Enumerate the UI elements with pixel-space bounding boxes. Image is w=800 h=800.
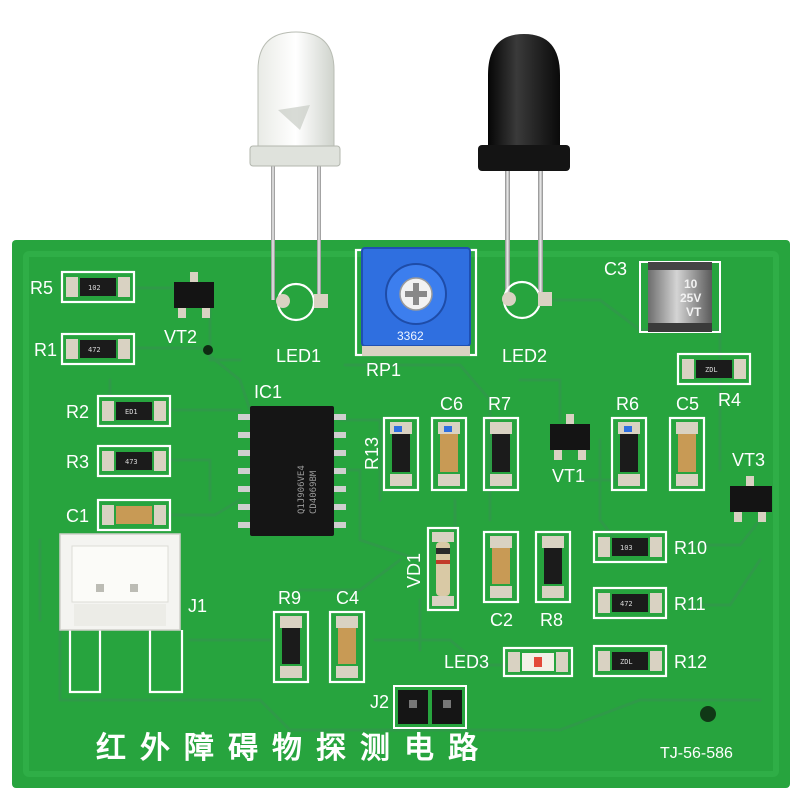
c6-capacitor (430, 416, 468, 492)
r10-resistor: 103 (592, 530, 668, 564)
ic1-label: IC1 (254, 382, 282, 402)
rp1-trimmer-pot[interactable] (354, 247, 478, 357)
c6-label: C6 (440, 394, 463, 414)
ic1-marking-2: CD4069BM (309, 470, 319, 514)
vt2-transistor (174, 272, 214, 318)
r9-resistor (272, 610, 310, 684)
j2-label: J2 (370, 692, 389, 712)
vt1-transistor (550, 414, 590, 460)
r3-resistor: 473 (96, 444, 172, 478)
c3-label: C3 (604, 259, 627, 279)
c3-electrolytic (620, 261, 721, 333)
board-part-number: TJ-56-586 (660, 745, 733, 762)
led3-label: LED3 (444, 652, 489, 672)
pcb-board (12, 240, 790, 788)
led3-smd (502, 646, 574, 678)
c2-capacitor (482, 530, 520, 604)
c3-series: VT (686, 305, 702, 319)
r12-code: ZDL (620, 658, 633, 666)
c3-voltage: 25V (680, 291, 701, 305)
r5-label: R5 (30, 278, 53, 298)
r5-resistor: 102 (60, 270, 136, 304)
j2-header[interactable] (393, 685, 467, 729)
ic1-marking-1: Q1J906VE4 (297, 465, 307, 514)
r13-resistor (382, 416, 420, 492)
r4-label: R4 (718, 390, 741, 410)
r5-code: 102 (88, 284, 101, 292)
r8-label: R8 (540, 610, 563, 630)
r13-label: R13 (362, 437, 382, 470)
vt3-transistor (730, 476, 772, 522)
c5-capacitor (668, 416, 706, 492)
board-title: 红外障碍物探测电路 (96, 731, 492, 766)
rp1-marking: 3362 (397, 329, 424, 343)
vt3-label: VT3 (732, 450, 765, 470)
c4-label: C4 (336, 588, 359, 608)
r11-resistor: 472 (592, 586, 668, 620)
r7-resistor (482, 416, 520, 492)
c5-label: C5 (676, 394, 699, 414)
r2-code: ED1 (125, 408, 138, 416)
led1-label: LED1 (276, 346, 321, 366)
vd1-diode (426, 526, 460, 612)
r2-resistor: ED1 (96, 394, 172, 428)
r12-label: R12 (674, 652, 707, 672)
r6-resistor (610, 416, 648, 492)
mounting-holes (203, 345, 716, 722)
r1-resistor: 472 (60, 332, 136, 366)
r7-label: R7 (488, 394, 511, 414)
led2-label: LED2 (502, 346, 547, 366)
r6-label: R6 (616, 394, 639, 414)
j1-label: J1 (188, 596, 207, 616)
led2-component (478, 34, 570, 320)
r10-label: R10 (674, 538, 707, 558)
r2-label: R2 (66, 402, 89, 422)
r3-code: 473 (125, 458, 138, 466)
c3-value: 10 (684, 277, 698, 291)
rp1-label: RP1 (366, 360, 401, 380)
r10-code: 103 (620, 544, 633, 552)
r3-label: R3 (66, 452, 89, 472)
r9-label: R9 (278, 588, 301, 608)
ic1-chip: Q1J906VE4 CD4069BM (238, 406, 346, 536)
vd1-label: VD1 (404, 553, 424, 588)
led1-component (249, 31, 341, 322)
c1-label: C1 (66, 506, 89, 526)
r11-label: R11 (674, 594, 706, 614)
j1-connector[interactable] (59, 533, 184, 694)
r1-code: 472 (88, 346, 101, 354)
r12-resistor: ZDL (592, 644, 668, 678)
c1-capacitor (96, 498, 172, 532)
c4-capacitor (328, 610, 366, 684)
vt1-label: VT1 (552, 466, 585, 486)
r4-code: ZDL (705, 366, 718, 374)
c2-label: C2 (490, 610, 513, 630)
r8-resistor (534, 530, 572, 604)
r4-resistor: ZDL (676, 352, 752, 386)
vt2-label: VT2 (164, 327, 197, 347)
r1-label: R1 (34, 340, 57, 360)
r11-code: 472 (620, 600, 633, 608)
